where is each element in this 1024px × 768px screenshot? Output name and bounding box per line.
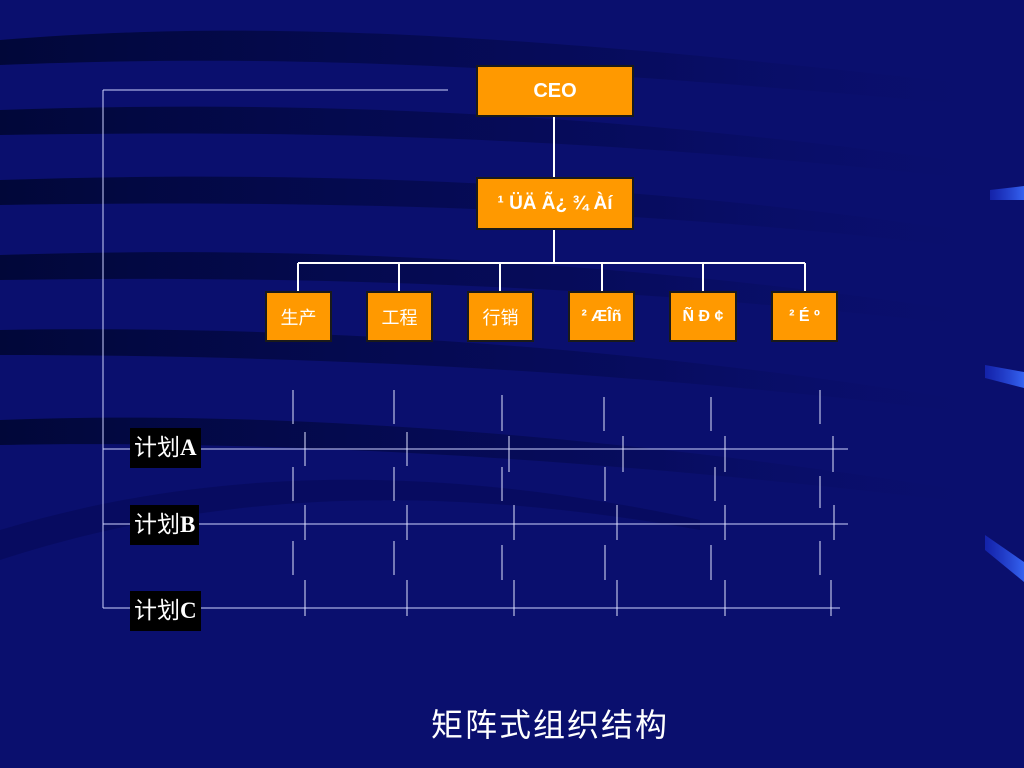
department-box-engineering: 工程 bbox=[366, 291, 433, 342]
plan-b-label: 计划B bbox=[130, 505, 200, 545]
plan-a-label: 计划A bbox=[130, 428, 201, 468]
department-box-6: ² É º bbox=[771, 291, 838, 342]
department-box-4: ² ÆÎñ bbox=[568, 291, 635, 342]
ceo-box: CEO bbox=[476, 65, 634, 117]
general-manager-label: ¹ ÜÄ Ã¿ ¾­ Àí bbox=[497, 192, 613, 214]
department-box-marketing: 行销 bbox=[467, 291, 534, 342]
column-tick-marks bbox=[292, 390, 835, 616]
department-label: 生产 bbox=[280, 307, 317, 329]
department-label: ² ÆÎñ bbox=[581, 307, 622, 325]
department-label: Ñ Ð ¢ bbox=[682, 307, 724, 325]
plan-prefix: 计划 bbox=[134, 435, 180, 461]
plan-c-label: 计划C bbox=[130, 591, 201, 631]
diagram-caption: 矩阵式组织结构 bbox=[430, 706, 669, 744]
plan-prefix: 计划 bbox=[134, 512, 180, 538]
general-manager-box: ¹ ÜÄ Ã¿ ¾­ Àí bbox=[476, 177, 634, 230]
plan-letter: A bbox=[180, 435, 197, 460]
plan-prefix: 计划 bbox=[134, 598, 180, 624]
department-box-5: Ñ Ð ¢ bbox=[669, 291, 737, 342]
ceo-label: CEO bbox=[533, 79, 577, 102]
department-label: 工程 bbox=[381, 307, 418, 329]
plan-letter: B bbox=[180, 512, 196, 537]
department-box-production: 生产 bbox=[265, 291, 332, 342]
department-label: ² É º bbox=[789, 307, 820, 325]
plan-letter: C bbox=[180, 598, 197, 623]
department-label: 行销 bbox=[482, 307, 519, 329]
